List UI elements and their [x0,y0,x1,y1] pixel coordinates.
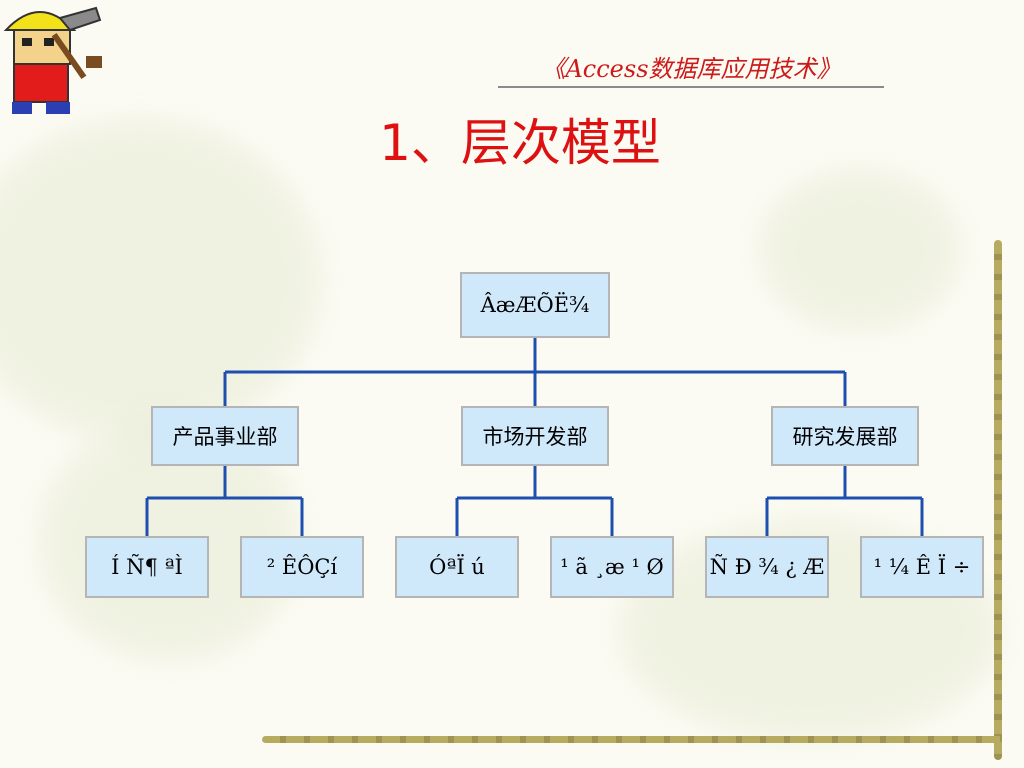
leaf-node: Í Ñ¶ ªÌ [85,536,209,598]
leaf-node: ¹ ¼ Ê Ï ÷ [860,536,984,598]
dept-node-product: 产品事业部 [151,406,299,466]
leaf-node: ÓªÏ ú [395,536,519,598]
vine-decoration [994,240,1002,760]
dept-node-marketing: 市场开发部 [461,406,609,466]
root-node: ÂæÆÕË¾ [460,272,610,338]
leaf-node: ¹ ã ¸æ ¹ Ø [550,536,674,598]
leaf-node: ² ÊÔÇí [240,536,364,598]
background-blossom [760,170,960,330]
dept-node-research: 研究发展部 [771,406,919,466]
leaf-node: Ñ Ð ¾ ¿ Æ [705,536,829,598]
background-blossom [0,120,320,440]
course-subtitle: 《Access数据库应用技术》 [498,52,884,88]
slide-title: 1、层次模型 [379,114,661,172]
vine-decoration [262,736,1002,743]
miner-mascot-icon [3,6,102,114]
